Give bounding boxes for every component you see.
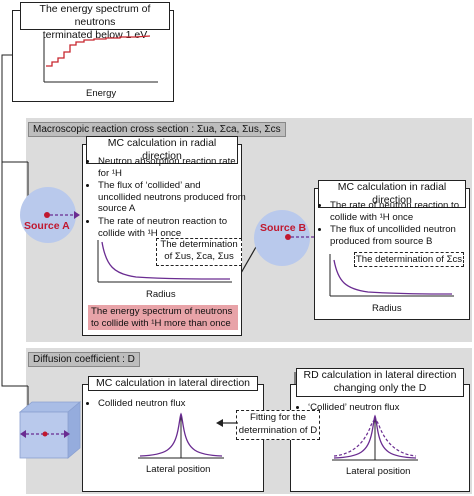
mc-radial-a-bullet: Neutron absorption reaction rate for ¹H bbox=[98, 156, 246, 179]
source-b-label: Source B bbox=[260, 222, 307, 234]
rd-lateral-xlabel: Lateral position bbox=[346, 466, 411, 477]
mc-lateral-plot bbox=[138, 412, 224, 459]
fitting-box: Fitting for the determination of D bbox=[236, 410, 320, 440]
mc-radial-b-curve bbox=[333, 259, 453, 295]
mc-radial-b-header: MC calculation in radial direction bbox=[318, 180, 466, 208]
rd-lateral-bullets: ‘Collided’ neutron flux bbox=[296, 402, 474, 415]
spectrum-title: The energy spectrum of neutrons terminat… bbox=[20, 2, 170, 41]
determination-a-box: The determination of Σus, Σca, Σus bbox=[156, 238, 242, 266]
source-a-arrow bbox=[44, 211, 80, 219]
mc-radial-b-bullet: The rate of neutron reaction to collide … bbox=[330, 200, 474, 223]
rd-lateral-header-line2: changing only the D bbox=[333, 382, 427, 394]
rd-lateral-curve-dashed bbox=[333, 419, 417, 457]
mc-radial-a-bullet: The flux of ‘collided’ and uncollided ne… bbox=[98, 180, 246, 215]
spectrum-title-line2: terminated below 1 eV bbox=[42, 29, 148, 41]
determination-a-line1: The determination bbox=[160, 239, 238, 250]
fitting-line1: Fitting for the bbox=[250, 412, 306, 423]
source-a-label: Source A bbox=[24, 220, 70, 232]
mc-radial-a-bullets: Neutron absorption reaction rate for ¹H … bbox=[86, 156, 246, 240]
diffusion-label: Diffusion coefficient : D bbox=[28, 352, 140, 367]
spectrum-plot bbox=[43, 32, 158, 83]
spectrum-title-line1: The energy spectrum of neutrons bbox=[39, 3, 151, 28]
rd-lateral-curve-solid bbox=[333, 414, 417, 459]
mc-radial-b-bullets: The rate of neutron reaction to collide … bbox=[318, 200, 474, 248]
mc-radial-b-plot bbox=[329, 254, 454, 297]
rd-lateral-bullet: ‘Collided’ neutron flux bbox=[308, 402, 474, 414]
mc-lateral-box bbox=[82, 384, 264, 492]
mc-lateral-xlabel: Lateral position bbox=[146, 464, 211, 475]
spectrum-xlabel: Energy bbox=[86, 88, 117, 99]
rd-lateral-header-line1: RD calculation in lateral direction bbox=[303, 369, 457, 381]
mc-radial-a-bullet: The rate of neutron reaction to collide … bbox=[98, 216, 246, 239]
mc-lateral-header: MC calculation in lateral direction bbox=[88, 376, 258, 391]
mc-radial-a-header: MC calculation in radial direction bbox=[86, 136, 238, 164]
determination-b-box: The determination of Σcs bbox=[354, 252, 464, 267]
source-b-circle bbox=[254, 210, 310, 266]
mc-radial-b-bullet: The flux of uncollided neutron produced … bbox=[330, 224, 474, 247]
mc-radial-a-xlabel: Radius bbox=[146, 289, 176, 300]
mc-radial-b-xlabel: Radius bbox=[372, 303, 402, 314]
fitting-arrow bbox=[216, 419, 238, 427]
spectrum-curve bbox=[46, 35, 151, 67]
determination-a-line2: of Σus, Σca, Σus bbox=[164, 251, 234, 262]
rd-lateral-plot bbox=[332, 414, 418, 461]
cube-icon bbox=[18, 401, 82, 459]
mc-lateral-bullet: Collided neutron flux bbox=[98, 398, 268, 410]
mc-lateral-curve bbox=[139, 412, 223, 457]
fitting-line2: determination of D bbox=[238, 425, 318, 436]
highlight-box: The energy spectrum of neutrons to colli… bbox=[88, 305, 238, 331]
mc-radial-a-curve bbox=[101, 241, 231, 280]
mc-lateral-bullets: Collided neutron flux bbox=[86, 398, 268, 411]
rd-lateral-header: RD calculation in lateral direction chan… bbox=[296, 368, 464, 397]
mc-radial-a-plot bbox=[97, 240, 232, 283]
